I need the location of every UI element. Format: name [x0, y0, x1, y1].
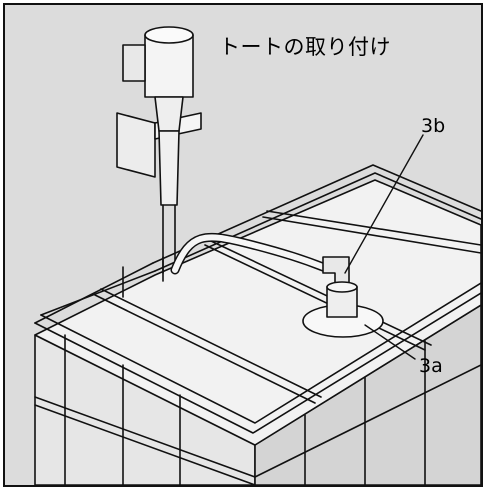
- wall-bracket: [116, 112, 156, 178]
- diagram-title: トートの取り付け: [219, 35, 391, 59]
- cage-rail: [40, 270, 156, 316]
- bung-adapter-top: [326, 281, 358, 293]
- cage-crossbar: [204, 244, 426, 351]
- pump-rod: [162, 204, 176, 274]
- cage-crossbar: [94, 294, 316, 404]
- cage-rail: [152, 164, 481, 264]
- cage-crossbar: [266, 210, 481, 246]
- cage-crossbar: [262, 216, 481, 254]
- cage-rail: [34, 262, 154, 324]
- hose: [172, 234, 326, 273]
- pump-tube: [158, 130, 180, 206]
- callout-3a: 3a: [419, 355, 443, 377]
- cage-lower-rail: [34, 404, 256, 485]
- tote-installation-illustration: [34, 26, 481, 485]
- pump-motor-cap: [144, 26, 194, 44]
- cage-lower-rail: [254, 364, 481, 478]
- pump-neck: [154, 96, 184, 132]
- cage-crossbar: [210, 240, 432, 346]
- cage-lower-rail: [34, 396, 256, 478]
- illustration-frame: トートの取り付け 3b 3a: [3, 3, 483, 487]
- pump-air-fittings: [122, 44, 146, 82]
- cage-crossbar: [100, 288, 322, 398]
- leader-line-3b: [344, 134, 424, 274]
- callout-3b: 3b: [421, 115, 446, 137]
- leader-line-3a: [364, 324, 416, 360]
- pump-motor: [144, 34, 194, 98]
- cage-rail: [40, 282, 481, 424]
